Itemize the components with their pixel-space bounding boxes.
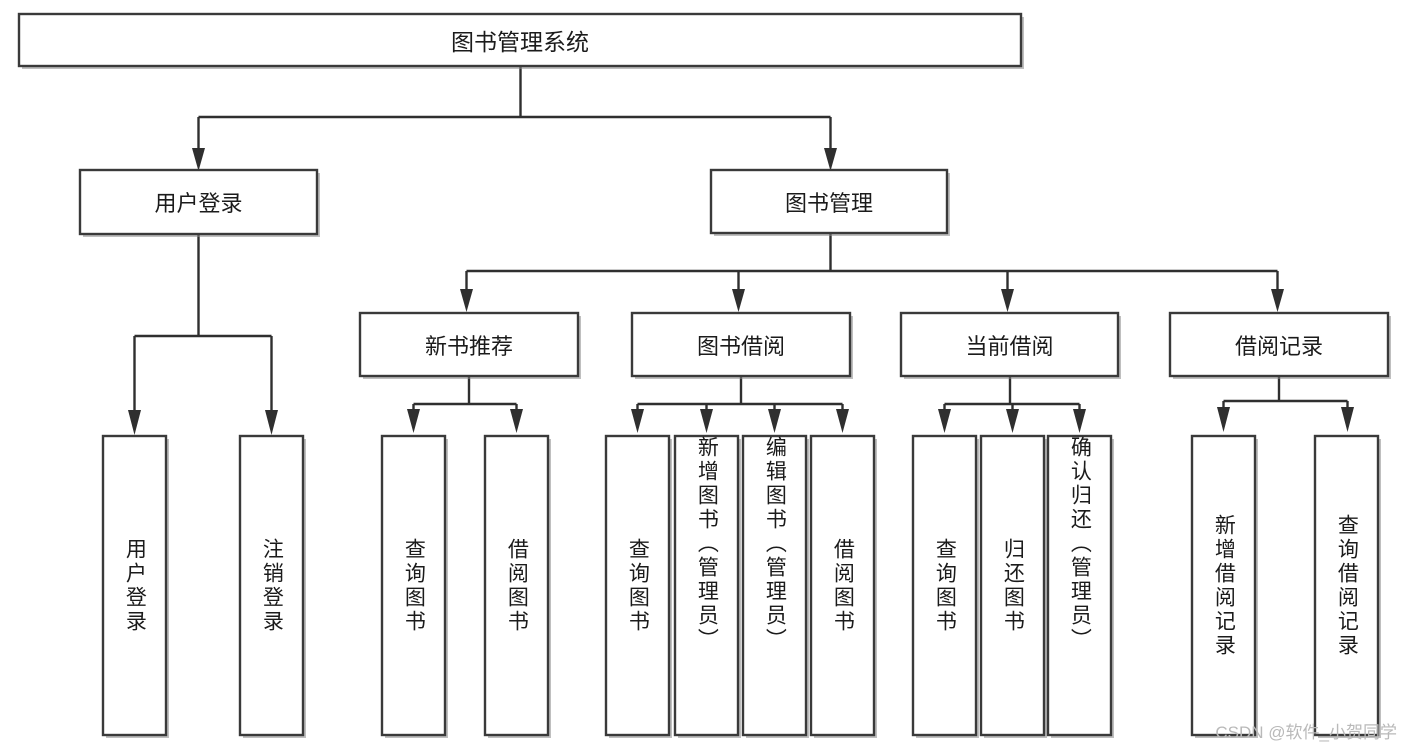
node-new-book-recommend[interactable] (358, 311, 580, 378)
arrowhead-leaf-logout (265, 410, 278, 435)
leaf-current-query-book[interactable] (911, 434, 978, 737)
leaf-newbook-borrow-book[interactable] (483, 434, 550, 737)
arrowhead-newbook-query (407, 409, 420, 433)
arrowhead-record-query (1341, 407, 1354, 432)
box-layer (17, 12, 1390, 737)
leaf-borrow-query-book[interactable] (604, 434, 671, 737)
arrowhead-book-borrow (732, 289, 745, 312)
leaf-current-confirm-return[interactable] (1046, 434, 1113, 737)
leaf-record-query-record[interactable] (1313, 434, 1380, 737)
arrowhead-book-mgmt (824, 148, 837, 171)
arrowhead-current-confirm (1073, 409, 1086, 433)
leaf-newbook-query-book[interactable] (380, 434, 447, 737)
leaf-borrow-edit-book[interactable] (741, 434, 808, 737)
leaf-current-return-book[interactable] (979, 434, 1046, 737)
arrowhead-record-add (1217, 407, 1230, 432)
arrowhead-new-book (460, 289, 473, 312)
leaf-borrow-add-book[interactable] (673, 434, 740, 737)
arrowhead-borrow-record (1271, 289, 1284, 312)
arrowhead-borrow-lend (836, 409, 849, 433)
arrowhead-current-query (938, 409, 951, 433)
arrowhead-borrow-query (631, 409, 644, 433)
node-book-management[interactable] (709, 168, 949, 235)
leaf-borrow-lend-book[interactable] (809, 434, 876, 737)
leaf-user-login[interactable] (101, 434, 168, 737)
arrowhead-current-borrow (1001, 289, 1014, 312)
arrowhead-current-return (1006, 409, 1019, 433)
arrowhead-borrow-add (700, 409, 713, 433)
node-root[interactable] (17, 12, 1023, 68)
arrowhead-borrow-edit (768, 409, 781, 433)
arrowhead-leaf-user-login (128, 410, 141, 435)
leaf-logout[interactable] (238, 434, 305, 737)
node-book-borrow[interactable] (630, 311, 852, 378)
node-current-borrow[interactable] (899, 311, 1120, 378)
node-user-login[interactable] (78, 168, 319, 236)
node-borrow-record[interactable] (1168, 311, 1390, 378)
arrowhead-user-login (192, 148, 205, 171)
arrowhead-newbook-borrow (510, 409, 523, 433)
leaf-record-add-record[interactable] (1190, 434, 1257, 737)
connector-layer (128, 66, 1354, 435)
